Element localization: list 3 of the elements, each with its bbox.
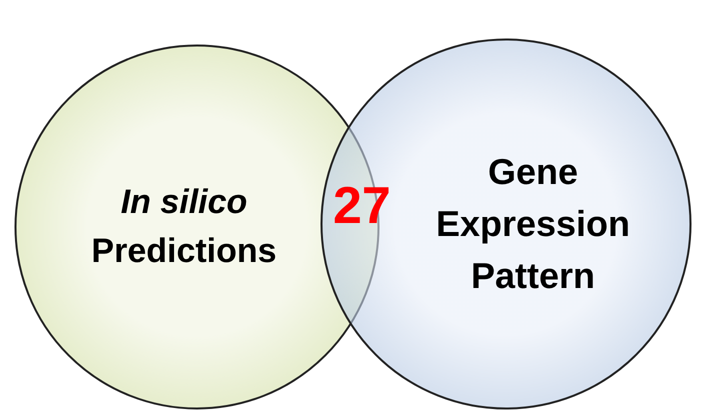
circle-label: Gene Expression Pattern <box>434 150 632 298</box>
overlap-count: 27 <box>333 176 391 236</box>
circle-label: In silico Predictions <box>90 182 278 272</box>
